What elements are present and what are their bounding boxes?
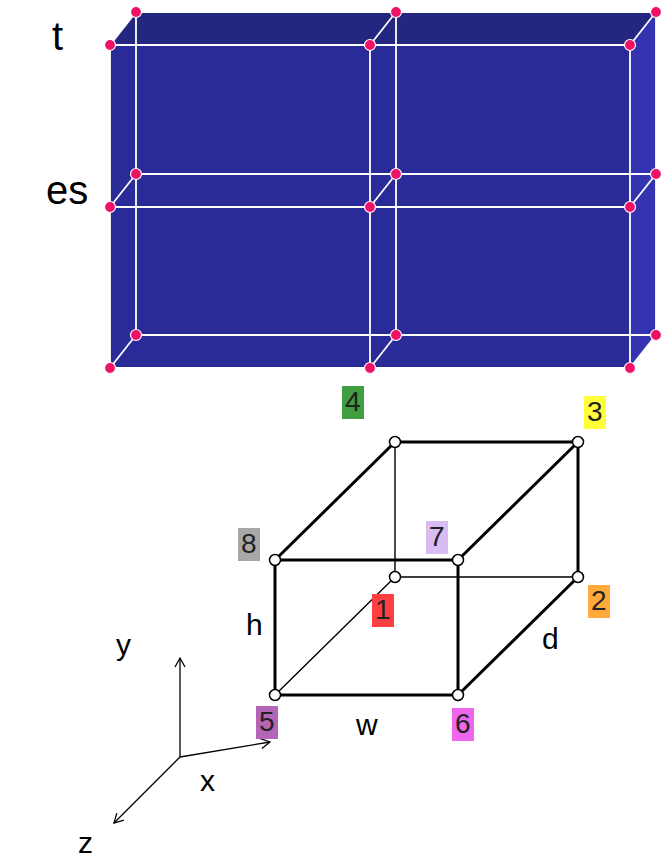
vertex-number-text: 2 <box>591 585 607 616</box>
vertex-circle <box>270 555 281 566</box>
back-grid-lines <box>136 12 656 335</box>
vertex-number: 8 <box>238 528 260 561</box>
grid-dot <box>131 330 142 341</box>
front-grid-lines <box>110 45 630 368</box>
vertex-circle <box>573 437 584 448</box>
vertex-circle <box>390 437 401 448</box>
cube-vertex-circles <box>270 437 584 701</box>
block-front-face <box>110 45 630 368</box>
grid-vertex-dots <box>105 7 662 374</box>
vertex-number-text: 3 <box>587 396 603 427</box>
blue-block <box>105 7 662 374</box>
axis-label: x <box>200 764 215 797</box>
vertex-circle <box>453 690 464 701</box>
slide-text-fragment: es <box>46 168 88 212</box>
vertex-number: 1 <box>372 594 394 627</box>
vertex-circle <box>573 572 584 583</box>
grid-dot <box>105 363 116 374</box>
wire-cube <box>270 437 584 701</box>
vertex-number-text: 4 <box>345 386 361 417</box>
vertex-number: 7 <box>426 521 448 554</box>
vertex-number-text: 6 <box>455 708 471 739</box>
vertex-number: 5 <box>256 706 278 739</box>
grid-dot <box>131 169 142 180</box>
vertex-number-text: 7 <box>429 521 445 552</box>
vertex-number: 2 <box>588 585 610 618</box>
visible-edges <box>275 442 578 695</box>
vertex-circle <box>390 572 401 583</box>
y-axis <box>179 658 180 757</box>
grid-dot <box>391 7 402 18</box>
dimension-label: h <box>246 608 263 641</box>
z-axis <box>114 757 180 823</box>
grid-dot <box>391 169 402 180</box>
grid-dot <box>625 202 636 213</box>
grid-dot <box>131 7 142 18</box>
vertex-circle <box>453 555 464 566</box>
dimension-label: d <box>542 622 559 655</box>
grid-dot <box>651 330 662 341</box>
grid-dot <box>105 40 116 51</box>
depth-grid-lines <box>110 12 656 368</box>
axis-label: z <box>78 826 93 859</box>
grid-dot <box>625 40 636 51</box>
vertex-number-text: 1 <box>375 594 391 625</box>
vertex-circle <box>270 690 281 701</box>
grid-dot <box>391 330 402 341</box>
vertex-number: 4 <box>342 386 364 419</box>
x-axis <box>180 742 270 757</box>
grid-dot <box>105 202 116 213</box>
grid-dot <box>651 169 662 180</box>
slide-text-fragment: t <box>52 14 63 58</box>
axes <box>114 658 270 823</box>
axis-label: y <box>116 628 131 661</box>
grid-dot <box>625 363 636 374</box>
grid-dot <box>365 202 376 213</box>
grid-dot <box>365 363 376 374</box>
vertex-number-text: 5 <box>259 706 275 737</box>
grid-dot <box>651 7 662 18</box>
vertex-number-text: 8 <box>241 528 257 559</box>
vertex-number: 6 <box>452 708 474 741</box>
hidden-edges <box>275 442 578 695</box>
dimension-label: w <box>356 708 378 741</box>
vertex-number: 3 <box>584 396 606 429</box>
grid-dot <box>365 40 376 51</box>
